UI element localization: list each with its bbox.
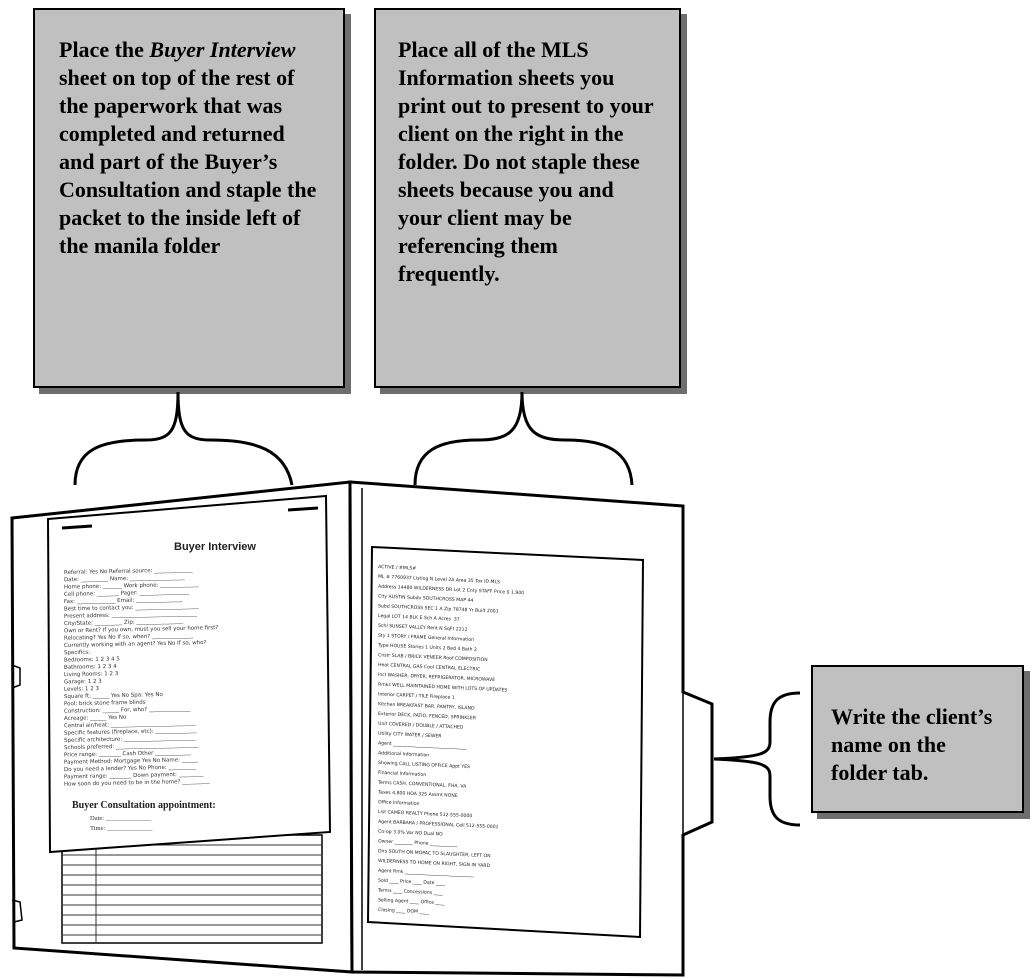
interview-form-line: Garage: 1 2 3	[64, 679, 102, 686]
interview-form-line: Bedrooms: 1 2 3 4 5	[64, 656, 120, 663]
buyer-interview-sheet: Buyer Interview Referral: Yes No Referra…	[48, 496, 330, 852]
interview-form-line: Levels: 1 2 3	[64, 686, 100, 693]
left-brace	[75, 392, 292, 485]
appointment-date-label: Date: ______________	[90, 815, 152, 822]
interview-form-line: Specifics:	[64, 650, 90, 657]
tab-brace	[714, 693, 800, 825]
middle-brace	[415, 392, 632, 485]
buyer-consultation-appointment: Buyer Consultation appointment:	[72, 800, 216, 811]
buyer-interview-title: Buyer Interview	[174, 541, 256, 553]
interview-form-line: Bathrooms: 1 2 3 4	[64, 664, 117, 671]
mls-information-sheet: ACTIVE / #MLS#ML # 7760937 Listing N Lev…	[368, 547, 643, 937]
lined-sheet	[62, 835, 322, 943]
interview-form-line: Living Rooms: 1 2 3	[64, 671, 119, 678]
appointment-time-label: Time: ______________	[90, 825, 153, 832]
